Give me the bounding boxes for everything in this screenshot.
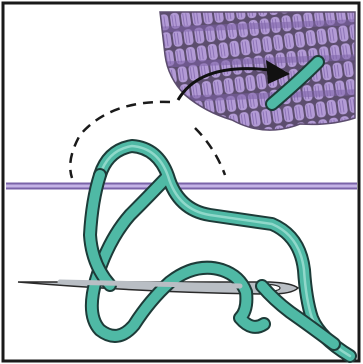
threading-diagram [0, 0, 363, 364]
